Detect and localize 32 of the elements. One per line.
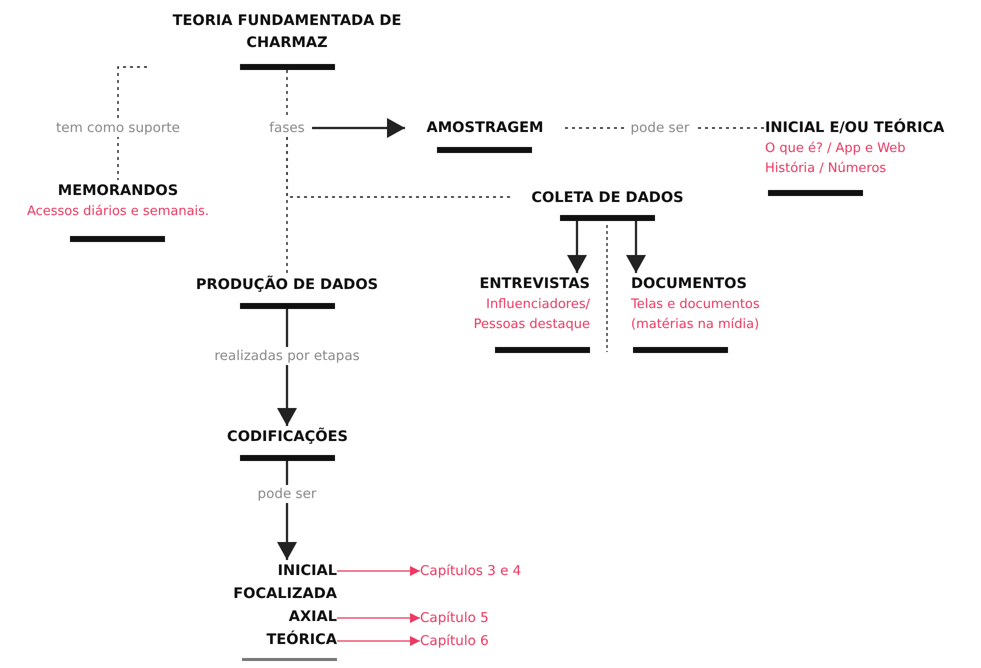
arrow: [312, 118, 405, 138]
node-description: Influenciadores/: [485, 296, 590, 314]
node-description: Capítulo 5: [420, 609, 490, 628]
node-heading: INICIAL: [276, 562, 337, 581]
node-heading: DOCUMENTOS: [631, 275, 748, 294]
node-description: Capítulo 6: [420, 632, 490, 651]
connector-line: [117, 66, 147, 180]
arrow: [567, 221, 587, 273]
node-heading: PRODUÇÃO DE DADOS: [194, 274, 380, 295]
node-heading: ENTREVISTAS: [478, 275, 590, 294]
arrow: [337, 636, 420, 646]
node-heading: MEMORANDOS: [56, 182, 180, 201]
node-description: (matérias na mídia): [631, 316, 760, 334]
phase-label: fases: [268, 119, 306, 137]
node-heading: FOCALIZADA: [232, 585, 337, 604]
node-description: Telas e documentos: [631, 296, 761, 314]
node-description: Capítulos 3 e 4: [420, 562, 522, 581]
arrow: [337, 566, 420, 576]
node-heading: TEÓRICA: [265, 630, 337, 650]
node-description: História / Números: [765, 160, 888, 178]
node-heading: INICIAL E/OU TEÓRICA: [765, 118, 946, 138]
arrow: [626, 221, 646, 273]
node-heading: AMOSTRAGEM: [426, 119, 544, 138]
node-description: Acessos diários e semanais.: [26, 203, 210, 221]
node-heading: TEORIA FUNDAMENTADA DE CHARMAZ: [172, 12, 402, 53]
node-heading: CODIFICAÇÕES: [226, 426, 349, 447]
arrow: [337, 613, 420, 623]
node-description: O que é? / App e Web: [765, 140, 907, 158]
connector-line: [286, 137, 510, 198]
node-heading: COLETA DE DADOS: [530, 189, 685, 208]
node-heading: AXIAL: [288, 608, 337, 627]
node-description: Pessoas destaque: [472, 316, 590, 334]
